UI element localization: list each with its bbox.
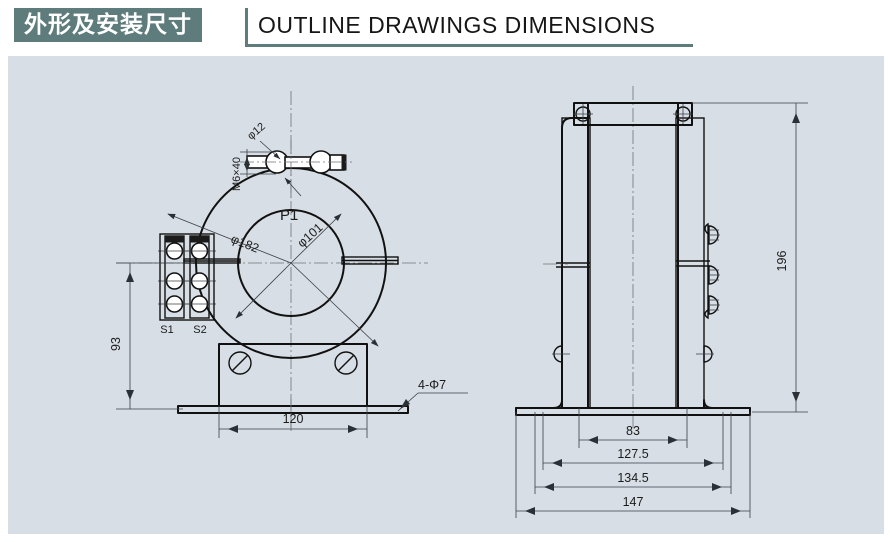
side-split-line — [543, 260, 710, 268]
side-screw-1 — [708, 225, 720, 245]
inner-bore-upper-arc — [237, 209, 345, 264]
drawing-canvas: M6×40 φ12 P1 — [8, 56, 884, 534]
page-title: OUTLINE DRAWINGS DIMENSIONS — [258, 12, 656, 38]
label-outer-diameter: φ182 — [229, 232, 261, 256]
side-screw-2 — [708, 265, 720, 285]
label-terminal-s2: S2 — [193, 324, 206, 336]
secondary-terminal-blocks: S1 S2 — [158, 233, 216, 336]
label-base-inner-1345: 134.5 — [617, 471, 648, 485]
base-inner-width-dimension-1345: 134.5 — [534, 412, 732, 494]
side-flange-bolts — [552, 345, 714, 363]
side-screw-3 — [708, 295, 720, 315]
terminal-block-s2: S2 — [183, 235, 216, 336]
label-primary-terminal: P1 — [280, 207, 298, 224]
side-terminal-screws — [704, 222, 720, 320]
split-joint-right — [341, 256, 399, 265]
base-overall-width-dimension-147: 147 — [515, 412, 751, 518]
header-accent-divider — [245, 8, 248, 44]
label-bolt-hole: φ12 — [245, 121, 268, 143]
overall-height-dimension-196: 196 — [692, 102, 808, 413]
label-base-overall-147: 147 — [623, 495, 644, 509]
side-view-group: 196 83 127.5 — [515, 86, 808, 518]
pedestal-screw-right — [334, 351, 358, 375]
bracket-hole-left — [573, 104, 593, 124]
split-joint-left — [183, 258, 241, 264]
pedestal-screw-left — [228, 351, 252, 375]
label-bolt-thread: M6×40 — [231, 157, 243, 191]
label-inner-diameter: φ101 — [295, 220, 326, 250]
top-mounting-bracket — [573, 102, 693, 126]
side-base-plate — [515, 399, 751, 416]
bolt-thread-dimension: M6×40 — [231, 149, 276, 191]
mounting-pedestal — [177, 343, 409, 428]
primary-terminal-callout: P1 — [280, 177, 302, 224]
label-height-93: 93 — [109, 337, 123, 351]
label-mounting-holes: 4-Φ7 — [418, 378, 446, 392]
label-body-width-83: 83 — [626, 424, 640, 438]
bracket-hole-right — [673, 104, 693, 124]
page-header: 外形及安装尺寸 OUTLINE DRAWINGS DIMENSIONS — [0, 0, 890, 52]
label-base-width-120: 120 — [283, 412, 304, 426]
mounting-hole-callout: 4-Φ7 — [397, 378, 468, 412]
header-badge-chinese: 外形及安装尺寸 — [14, 8, 202, 42]
base-width-dimension-120: 120 — [218, 406, 368, 438]
label-flange-span-1275: 127.5 — [617, 447, 648, 461]
label-overall-height-196: 196 — [775, 251, 789, 272]
header-accent-underline — [245, 44, 693, 47]
side-shell-right-rect — [675, 117, 705, 409]
front-view-group: M6×40 φ12 P1 — [109, 91, 468, 438]
inner-bore-lower-arc — [237, 262, 345, 317]
label-terminal-s1: S1 — [160, 324, 173, 336]
flange-span-dimension-1275: 127.5 — [542, 412, 724, 470]
top-bolt-assembly — [240, 140, 352, 198]
height-dimension-93: 93 — [109, 262, 193, 410]
body-width-dimension-83: 83 — [578, 408, 688, 448]
